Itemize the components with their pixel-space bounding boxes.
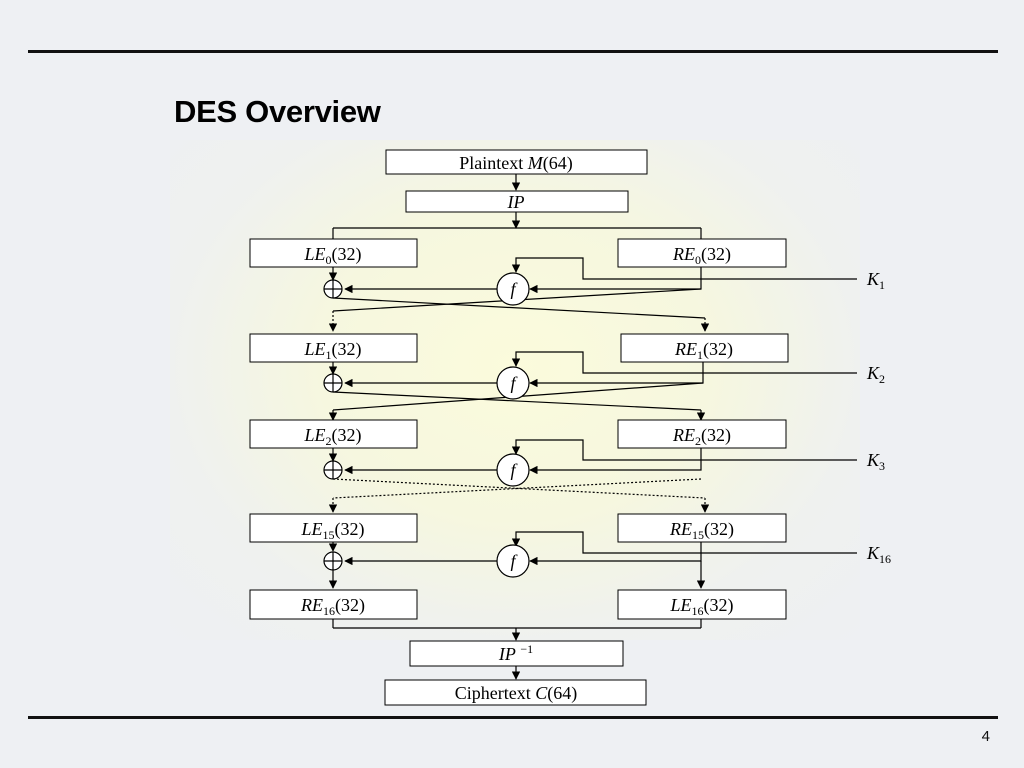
- bottom-rule: [28, 716, 998, 719]
- svg-text:Ciphertext C(64): Ciphertext C(64): [455, 683, 578, 704]
- left-box: LE1(32): [249, 333, 418, 363]
- key-labels: K1 K2 K3 K16: [866, 269, 891, 566]
- svg-text:IP −1: IP −1: [498, 642, 533, 664]
- top-rule: [28, 50, 998, 53]
- svg-text:RE2(32): RE2(32): [672, 425, 731, 448]
- left-box: LE2(32): [249, 419, 418, 449]
- svg-text:f: f: [510, 279, 518, 299]
- slide-title: DES Overview: [174, 94, 381, 129]
- svg-text:LE1(32): LE1(32): [303, 339, 361, 362]
- f-function: f: [496, 272, 530, 306]
- key-label: K3: [866, 450, 885, 473]
- svg-text:f: f: [510, 460, 518, 480]
- xor-icon: [323, 373, 343, 393]
- ip-inverse-box: IP −1: [409, 640, 624, 667]
- svg-text:RE15(32): RE15(32): [669, 519, 734, 542]
- f-functions: f f f f: [496, 272, 530, 578]
- svg-text:LE15(32): LE15(32): [300, 519, 364, 542]
- f-function: f: [496, 544, 530, 578]
- ciphertext-box: Ciphertext C(64): [384, 679, 647, 706]
- connector-lines: [328, 174, 857, 680]
- svg-text:IP: IP: [507, 192, 525, 212]
- page-number: 4: [981, 728, 990, 745]
- svg-text:Plaintext M(64): Plaintext M(64): [459, 153, 573, 174]
- svg-text:LE2(32): LE2(32): [303, 425, 361, 448]
- svg-text:LE0(32): LE0(32): [303, 244, 361, 267]
- xor-icon: [323, 551, 343, 571]
- right-box: RE2(32): [617, 419, 787, 449]
- right-box: LE16(32): [617, 589, 787, 620]
- f-function: f: [496, 366, 530, 400]
- f-function: f: [496, 453, 530, 487]
- right-box: RE0(32): [617, 238, 787, 268]
- right-box: RE1(32): [620, 333, 789, 363]
- xor-symbols: [323, 279, 343, 571]
- key-label: K16: [866, 543, 891, 566]
- xor-icon: [323, 460, 343, 480]
- svg-text:RE16(32): RE16(32): [300, 595, 365, 618]
- right-box: RE15(32): [617, 513, 787, 543]
- svg-text:LE16(32): LE16(32): [669, 595, 733, 618]
- svg-text:f: f: [510, 373, 518, 393]
- left-box: RE16(32): [249, 589, 418, 620]
- left-box: LE0(32): [249, 238, 418, 268]
- svg-text:f: f: [510, 551, 518, 571]
- key-label: K2: [866, 363, 885, 386]
- key-label: K1: [866, 269, 885, 292]
- plaintext-box: Plaintext M(64): [385, 149, 648, 175]
- svg-text:RE0(32): RE0(32): [672, 244, 731, 267]
- svg-text:RE1(32): RE1(32): [674, 339, 733, 362]
- ip-box: IP: [405, 190, 629, 213]
- xor-icon: [323, 279, 343, 299]
- left-box: LE15(32): [249, 513, 418, 543]
